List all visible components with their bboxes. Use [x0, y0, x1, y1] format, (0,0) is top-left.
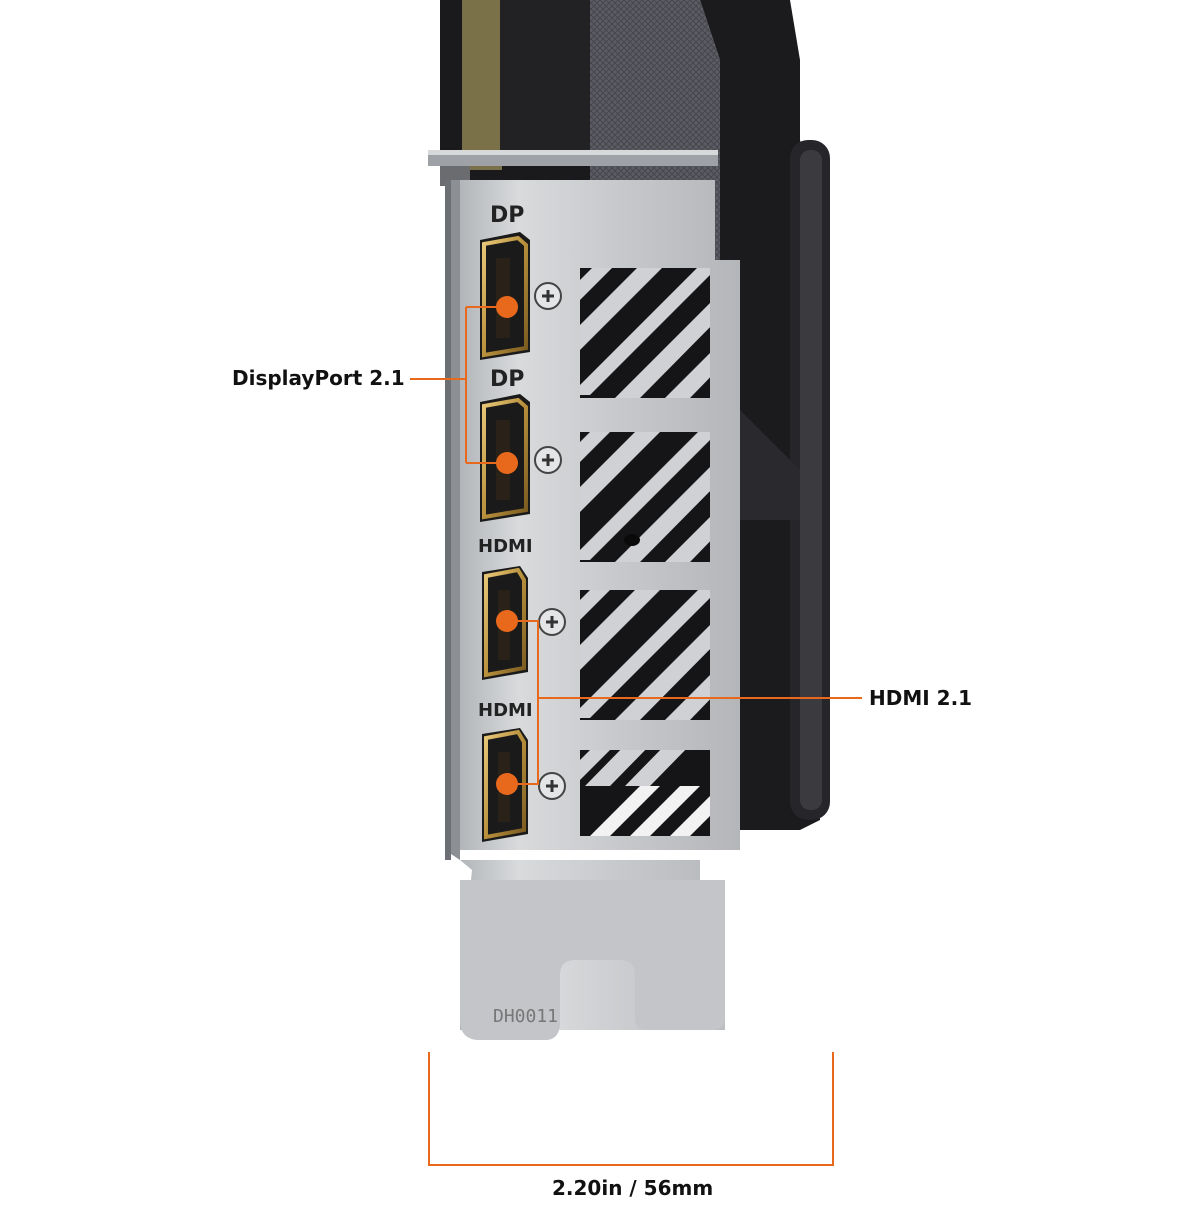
bracket-screws [534, 282, 566, 800]
port-markers [496, 296, 518, 795]
port-4-label: HDMI [478, 700, 533, 721]
hdmi-callout: HDMI 2.1 [869, 686, 973, 710]
screw-icon [538, 772, 566, 800]
displayport-callout: DisplayPort 2.1 [232, 366, 405, 390]
port-1-label: DP [490, 203, 524, 228]
callout-lines [410, 306, 862, 1166]
width-dimension-label: 2.20in / 56mm [552, 1176, 714, 1200]
port-1: DP [480, 203, 530, 360]
screw-icon [534, 282, 562, 310]
screw-icon [534, 446, 562, 474]
port-3-label: HDMI [478, 536, 533, 557]
screw-icon [538, 608, 566, 636]
bracket-stamp: DH0011 [493, 1006, 558, 1027]
port-2-label: DP [490, 367, 524, 392]
